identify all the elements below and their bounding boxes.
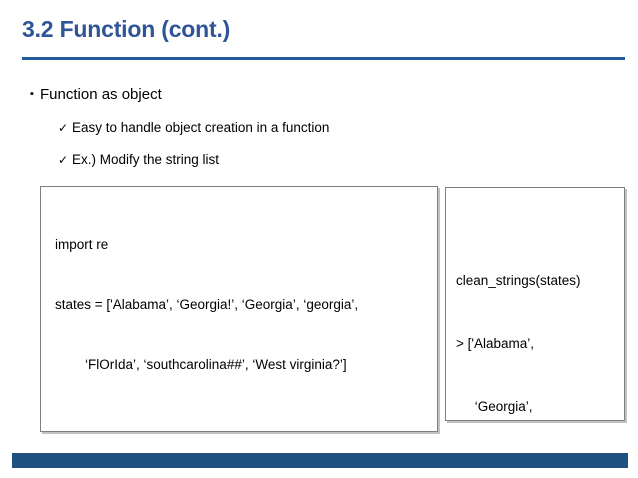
output-text: clean_strings(states) > ['Alabama’, ‘Geo… [456,228,581,420]
bullet-easy-to-handle: ✓Easy to handle object creation in a fun… [58,120,329,135]
check-icon: ✓ [58,153,69,167]
bullet-level2-label: Ex.) Modify the string list [72,152,220,167]
check-icon: ✓ [58,121,69,135]
output-line: clean_strings(states) [456,273,581,288]
code-line: states = ['Alabama’, ‘Georgia!’, ‘Georgi… [55,297,359,312]
output-line: > ['Alabama’, [456,336,534,351]
code-line [55,415,358,431]
page-title: 3.2 Function (cont.) [22,16,231,42]
footer-accent-bar [12,453,628,468]
code-line: import re [55,237,109,252]
output-box: clean_strings(states) > ['Alabama’, ‘Geo… [445,187,625,421]
bullet-level1-label: Function as object [40,86,162,103]
title-divider [22,57,625,60]
square-bullet-icon: ▪ [30,88,34,100]
code-listing-text: import re states = ['Alabama’, ‘Georgia!… [55,195,359,431]
code-line: ‘FlOrIda’, ‘southcarolina##’, ‘West virg… [55,357,347,372]
bullet-example-modify: ✓Ex.) Modify the string list [58,152,219,167]
code-listing-box: import re states = ['Alabama’, ‘Georgia!… [40,186,438,432]
bullet-function-as-object: ▪ Function as object [30,86,162,103]
output-line: ‘Georgia’, [456,399,533,414]
bullet-level2-label: Easy to handle object creation in a func… [72,120,330,135]
